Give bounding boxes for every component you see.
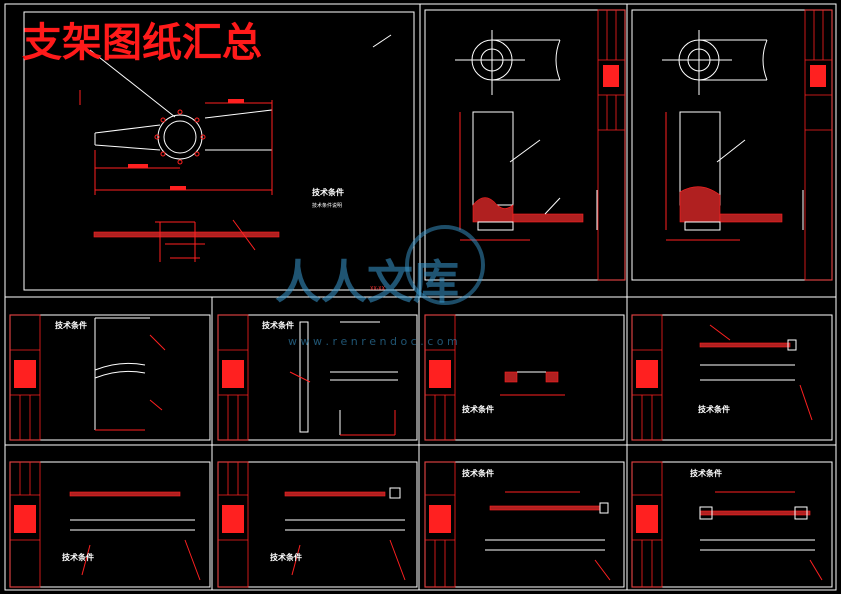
sheet-bracket-ii <box>631 9 833 281</box>
tech-note-9: 技术条件 <box>462 468 494 478</box>
tech-note-8: 技术条件 <box>270 552 302 562</box>
sheet-grid <box>4 3 837 591</box>
watermark: 人人文库 w w w . r e n r e n d o c . c o m <box>275 225 485 348</box>
sheet-part-7 <box>9 461 211 588</box>
sheet-part-10 <box>631 461 833 588</box>
sheet-bracket-i <box>424 9 626 281</box>
tech-note-6: 技术条件 <box>698 404 730 414</box>
tech-note-3: 技术条件 <box>55 320 87 330</box>
tech-note-main: 技术条件 <box>312 187 344 197</box>
sheet-part-6 <box>631 314 833 441</box>
tech-note-sub-main: 技术条件说明 <box>312 202 342 209</box>
sheet-title: 支架图纸汇总 <box>22 19 262 66</box>
sheet-part-8 <box>217 461 418 588</box>
sheet-part-3 <box>9 314 211 441</box>
tech-note-10: 技术条件 <box>690 468 722 478</box>
drawing-code-main: XX-XX <box>370 286 386 292</box>
sheet-part-4 <box>217 314 418 441</box>
main-assembly-drawing <box>23 11 415 291</box>
sheet-part-5 <box>424 314 625 441</box>
tech-note-5: 技术条件 <box>462 404 494 414</box>
tech-note-7: 技术条件 <box>62 552 94 562</box>
sheet-part-9 <box>424 461 625 588</box>
tech-note-4: 技术条件 <box>262 320 294 330</box>
watermark-url: w w w . r e n r e n d o c . c o m <box>288 335 458 348</box>
watermark-text: 人人文库 <box>275 255 459 309</box>
